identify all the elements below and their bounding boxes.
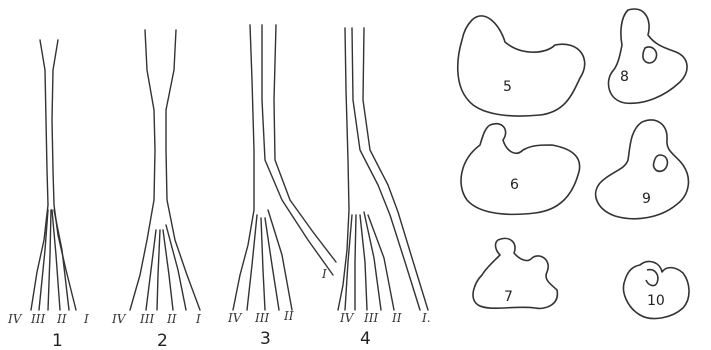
figure-4-label-iv: IV bbox=[339, 311, 355, 325]
figure-2-label-iii: III bbox=[139, 312, 154, 326]
section-10-outline bbox=[623, 261, 689, 318]
figure-4-label-i: I. bbox=[421, 311, 431, 325]
figure-2-number: 2 bbox=[157, 331, 168, 350]
figure-4-number: 4 bbox=[360, 329, 371, 349]
figure-2-label-iv: IV bbox=[111, 312, 127, 326]
figure-2-label-i: I bbox=[195, 312, 201, 326]
section-8-outline bbox=[608, 9, 687, 103]
section-5-number: 5 bbox=[503, 79, 512, 95]
figure-1-tendon bbox=[31, 40, 76, 310]
figure-1-number: 1 bbox=[52, 331, 63, 350]
figure-3-label-i: I bbox=[321, 267, 327, 281]
figure-4-tendon bbox=[338, 28, 428, 310]
section-9-inner-loop bbox=[654, 155, 668, 171]
section-7-outline bbox=[473, 238, 557, 308]
figure-1-label-iv: IV bbox=[7, 312, 23, 326]
figure-3-tendon bbox=[233, 25, 336, 310]
figure-4-label-ii: II bbox=[391, 311, 402, 325]
figure-1-label-i: I bbox=[83, 312, 89, 326]
figure-1-label-ii: II bbox=[56, 312, 67, 326]
section-10-notch bbox=[646, 270, 658, 286]
section-6-number: 6 bbox=[510, 177, 519, 193]
figure-3-label-iv: IV bbox=[227, 311, 243, 325]
section-10-number: 10 bbox=[647, 293, 665, 309]
figure-3-label-iii: III bbox=[254, 311, 269, 325]
figure-2-tendon bbox=[130, 30, 200, 310]
figure-3-label-ii: II bbox=[283, 309, 294, 323]
section-5-outline bbox=[458, 16, 585, 116]
section-8-number: 8 bbox=[620, 69, 629, 85]
figure-4-label-iii: III bbox=[363, 311, 378, 325]
figure-1-label-iii: III bbox=[30, 312, 45, 326]
figure-3-number: 3 bbox=[260, 329, 271, 349]
section-7-number: 7 bbox=[504, 289, 513, 305]
section-6-outline bbox=[461, 124, 580, 215]
section-9-number: 9 bbox=[642, 191, 651, 207]
section-8-inner-loop bbox=[643, 47, 657, 63]
figure-2-label-ii: II bbox=[166, 312, 177, 326]
